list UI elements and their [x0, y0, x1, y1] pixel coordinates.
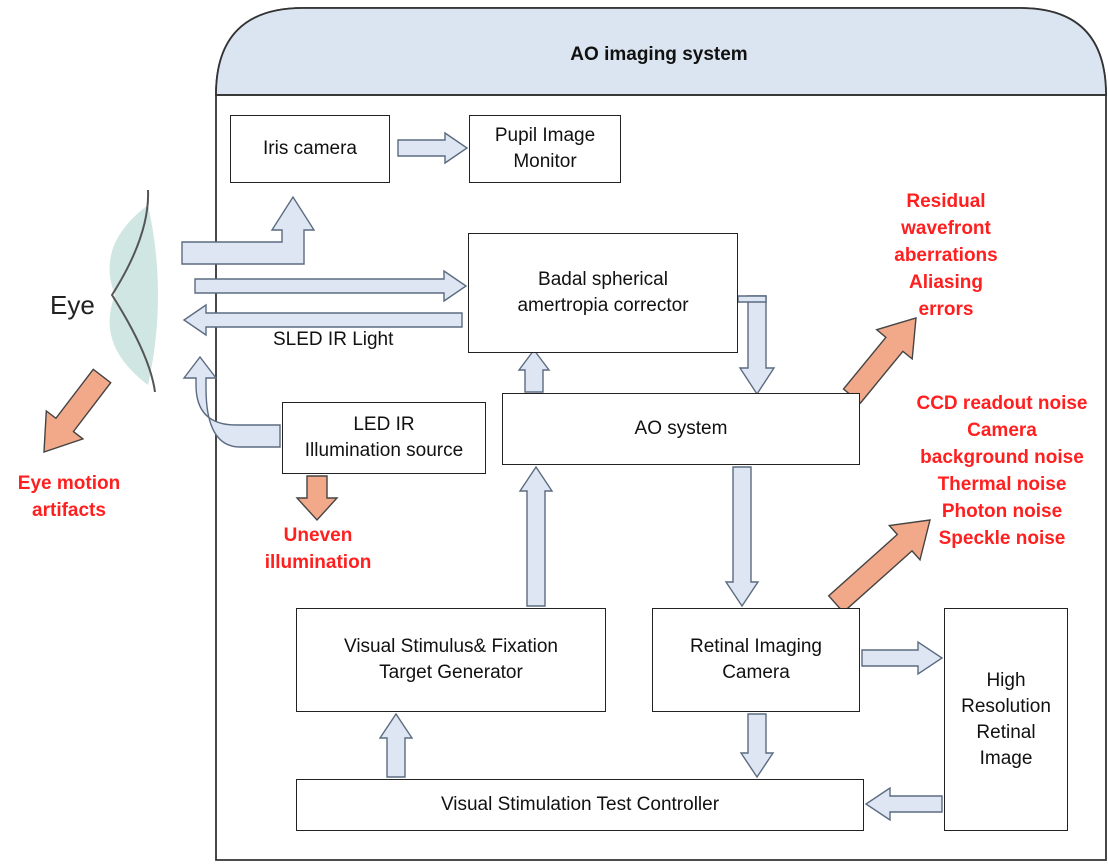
uneven-illumination-arrow	[295, 475, 339, 522]
ao-to-badal-arrow	[517, 348, 551, 393]
high-res-image-box: High Resolution Retinal Image	[944, 608, 1068, 831]
wavefront-error-text: Residual wavefront aberrations Aliasing …	[894, 191, 998, 320]
badal-corrector-box: Badal spherical amertropia corrector	[468, 233, 738, 353]
stimulus-to-ao-arrow	[518, 465, 554, 607]
sled-ir-light-label: SLED IR Light	[273, 329, 394, 350]
iris-camera-box: Iris camera	[230, 115, 390, 183]
wavefront-error-arrow	[842, 317, 917, 404]
eye-outline-icon	[110, 189, 156, 393]
ao-system-header	[215, 7, 1107, 96]
test-controller-box: Visual Stimulation Test Controller	[296, 779, 864, 831]
noise-error-text: CCD readout noise Camera background nois…	[916, 393, 1088, 549]
system-title: AO imaging system	[570, 44, 748, 65]
eye-motion-error-arrow	[43, 368, 112, 453]
badal-to-ao-arrow	[738, 295, 776, 396]
badal-exit-corner	[737, 295, 767, 303]
retinal-to-high-res-arrow	[861, 640, 944, 676]
iris-to-pupil-arrow	[397, 131, 469, 165]
eye-lens-icon	[109, 205, 158, 385]
badal-to-eye-arrow	[182, 303, 463, 337]
visual-stimulus-box: Visual Stimulus& Fixation Target Generat…	[296, 608, 606, 712]
ao-to-retinal-camera-arrow	[724, 466, 760, 608]
high-res-to-controller-arrow	[864, 786, 943, 822]
eye-to-iris-camera-arrow	[181, 195, 316, 265]
eye-motion-text: Eye motion artifacts	[17, 473, 121, 521]
eye-to-badal-arrow	[194, 269, 468, 303]
led-ir-box: LED IR Illumination source	[282, 402, 486, 474]
retinal-to-controller-arrow	[739, 713, 775, 779]
eye-label: Eye	[50, 290, 95, 320]
controller-to-stimulus-arrow	[378, 712, 414, 778]
led-to-eye-arrow	[182, 355, 281, 448]
uneven-illumination-text: Uneven illumination	[264, 525, 372, 573]
ao-system-box: AO system	[502, 393, 860, 465]
pupil-monitor-box: Pupil Image Monitor	[469, 115, 621, 183]
noise-error-arrow	[827, 519, 931, 614]
retinal-camera-box: Retinal Imaging Camera	[652, 608, 860, 712]
